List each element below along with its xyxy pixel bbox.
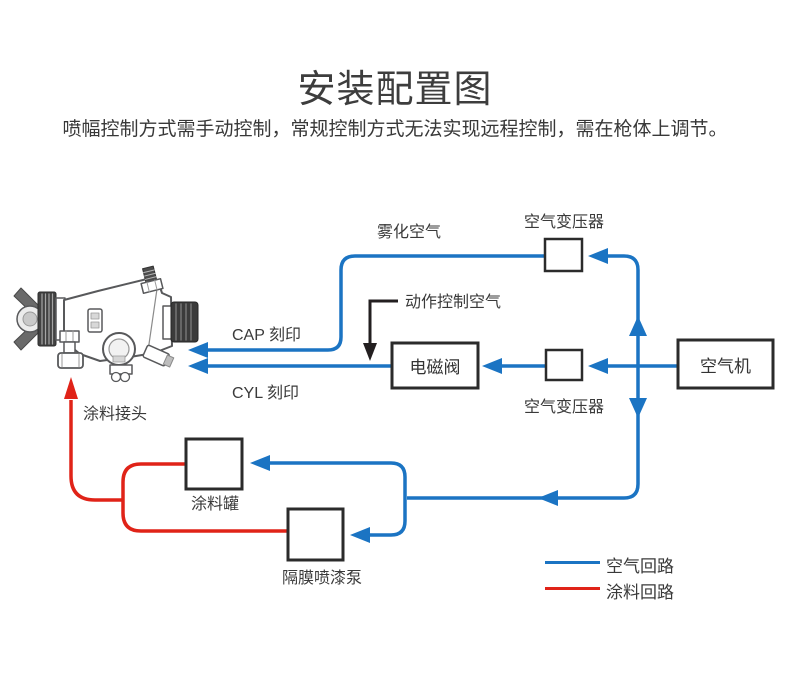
arrow-flow-down xyxy=(629,398,647,418)
legend-air-line-swatch xyxy=(545,561,600,564)
gun-knurled-ring xyxy=(37,291,57,347)
paint-line-tank-to-pump xyxy=(121,462,288,533)
spray-gun-illustration xyxy=(13,265,199,383)
gun-clamp xyxy=(87,308,103,333)
label-action-control-air: 动作控制空气 xyxy=(405,294,502,311)
paint-tank-box xyxy=(184,437,244,491)
label-air-compressor: 空气机 xyxy=(700,356,751,376)
arrow-into-transformer-bottom xyxy=(588,358,608,374)
label-air-transformer-top: 空气变压器 xyxy=(524,214,605,231)
arrow-control-air-down xyxy=(363,343,377,361)
page-subtitle: 喷幅控制方式需手动控制，常规控制方式无法实现远程控制，需在枪体上调节。 xyxy=(62,119,728,140)
arrow-flow-up xyxy=(629,316,647,336)
air-line-tank-pump-branch xyxy=(266,461,407,537)
gun-body-seam xyxy=(147,281,159,352)
label-paint-connector: 涂料接头 xyxy=(83,406,148,423)
air-line-atomizing xyxy=(206,254,545,352)
arrow-into-gun-cyl xyxy=(188,358,208,374)
air-circuit-lines xyxy=(206,254,678,537)
label-atomizing-air: 雾化空气 xyxy=(377,224,442,241)
gun-side-fitting xyxy=(142,344,175,368)
air-transformer-bottom-box xyxy=(544,348,584,382)
label-cap-mark: CAP 刻印 xyxy=(232,327,302,344)
paint-line-to-gun xyxy=(69,400,123,502)
label-air-transformer-bottom: 空气变压器 xyxy=(524,399,605,416)
arrow-into-paint-tank xyxy=(250,455,270,471)
paint-circuit-lines xyxy=(69,400,288,533)
gun-top-fitting xyxy=(140,265,164,295)
arrow-into-paint-connector xyxy=(64,377,78,399)
gun-nozzle-center xyxy=(22,311,38,327)
air-transformer-top-box xyxy=(543,237,584,273)
component-boxes xyxy=(184,237,775,562)
label-paint-tank: 涂料罐 xyxy=(191,496,240,513)
legend-paint-line-swatch xyxy=(545,587,600,590)
gun-rear-knob xyxy=(170,301,199,343)
page-title: 安装配置图 xyxy=(297,69,493,111)
legend-paint-circuit-label: 涂料回路 xyxy=(606,583,674,602)
arrow-into-pump xyxy=(350,527,370,543)
solenoid-valve-box xyxy=(390,341,480,390)
air-compressor-box xyxy=(676,338,775,390)
gun-paint-inlet xyxy=(57,330,84,369)
air-arrowheads xyxy=(188,248,647,543)
control-air-line xyxy=(368,299,398,345)
arrow-into-gun-cap xyxy=(188,342,208,358)
label-solenoid-valve: 电磁阀 xyxy=(409,358,461,377)
label-cyl-mark: CYL 刻印 xyxy=(232,385,299,402)
legend-air-circuit-label: 空气回路 xyxy=(606,557,674,576)
diaphragm-pump-box xyxy=(286,507,345,562)
arrow-into-transformer-top xyxy=(588,248,608,264)
arrow-into-solenoid xyxy=(482,358,502,374)
label-diaphragm-pump: 隔膜喷漆泵 xyxy=(282,570,363,587)
arrow-flow-left xyxy=(538,490,558,506)
air-line-main xyxy=(407,254,640,500)
